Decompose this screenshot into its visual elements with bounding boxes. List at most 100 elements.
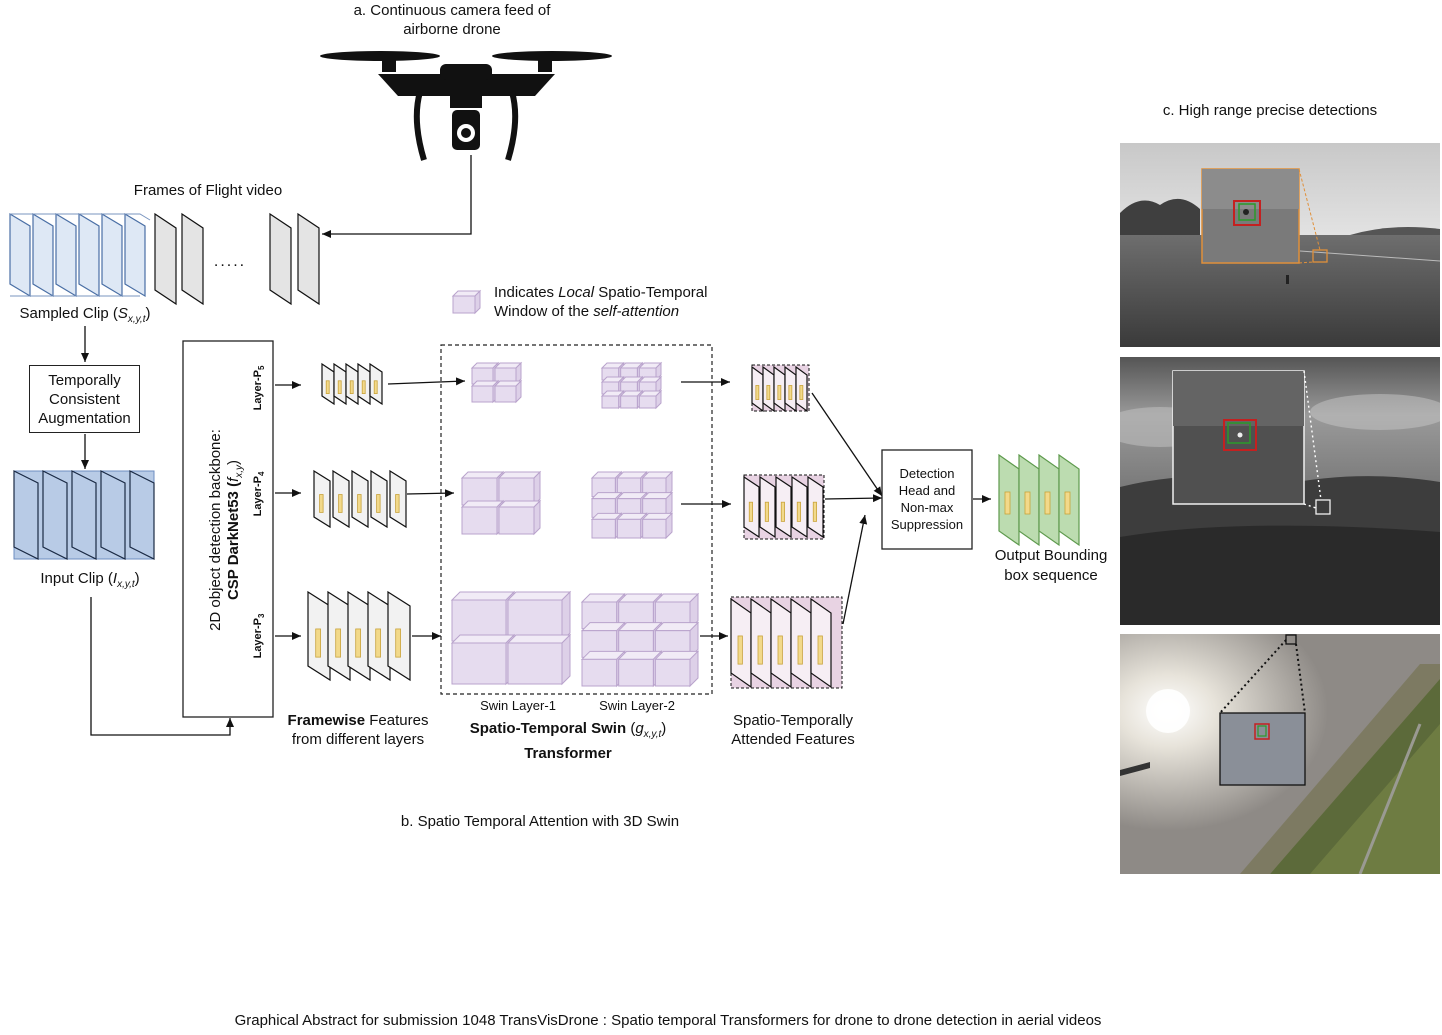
sampled-clip-label: Sampled Clip (Sx,y,t) (19, 305, 151, 325)
backbone-label: 2D object detection backbone: CSP DarkNe… (207, 429, 245, 631)
swin-l1-p4-window (498, 506, 535, 535)
drone-icon (320, 51, 612, 161)
p3-feature-feature-box (355, 628, 361, 658)
attended-p4-feature-box (812, 501, 817, 522)
attended-p5-feature-box (799, 385, 804, 400)
swin-l2-p5-window (601, 395, 620, 409)
swin-l1-p4-window (460, 500, 505, 508)
output-bbox (1064, 491, 1071, 515)
sampled-frame (9, 212, 31, 298)
sampled-frame (55, 212, 77, 298)
layer-p4-label: Layer-P4 (251, 471, 267, 517)
output-bbox-stack (998, 453, 1080, 547)
output-bbox (1024, 491, 1031, 515)
input-clip-stack (13, 470, 155, 560)
input-frame (42, 470, 68, 560)
swin-caption: Spatio-Temporal Swin (gx,y,t) Transforme… (469, 720, 667, 762)
detection-head-box (881, 449, 973, 550)
layer-p5-label: Layer-P5 (251, 365, 267, 411)
detection-photo-2 (1120, 357, 1440, 625)
sampled-top-edge (10, 213, 151, 221)
sampled-frame (32, 212, 54, 298)
attended-p3-feature-box (737, 635, 743, 665)
attended-p4-feature-box (796, 501, 801, 522)
section-c-caption: c. High range precise detections (1162, 102, 1378, 119)
p3-feature-feature-box (335, 628, 341, 658)
input-frame (129, 470, 155, 560)
swin-l1-p3-window (450, 591, 516, 601)
swin-l1-p3-window (507, 642, 563, 685)
p5-feature-feature-box (361, 380, 366, 394)
attended-p4-feature-box (748, 501, 753, 522)
p5-feature-feature-box (325, 380, 330, 394)
legend-cube-front (452, 295, 476, 314)
backbone-box (182, 340, 274, 718)
video-frame (154, 212, 177, 306)
p5-feature-feature-box (337, 380, 342, 394)
swin-l1-p4-window (460, 471, 505, 479)
video-frame (297, 212, 320, 306)
attended-features (730, 364, 843, 689)
p4-feature-feature-box (338, 494, 343, 513)
sampled-frame (101, 212, 123, 298)
attended-p3-feature-box (777, 635, 783, 665)
framewise-features (307, 362, 411, 682)
swin-l1-p4-window (533, 470, 541, 507)
layer-p3-label: Layer-P3 (251, 613, 267, 659)
p5-feature-feature-box (349, 380, 354, 394)
swin-layer-1-label: Swin Layer-1 (480, 698, 556, 713)
framewise-caption: Framewise Features from different layers (287, 712, 429, 748)
section-b-caption: b. Spatio Temporal Attention with 3D Swi… (400, 813, 680, 830)
swin-l2-p5-window (638, 395, 657, 409)
drone-caption: a. Continuous camera feed of airborne dr… (353, 2, 551, 38)
camera-feed-arrow (322, 155, 472, 238)
swin-l1-p5-window (471, 385, 494, 403)
swin-l1-p3-window (450, 634, 516, 644)
swin-l1-p5-window (494, 385, 517, 403)
video-frame (181, 212, 204, 306)
swin-l2-p3-window (581, 658, 618, 687)
swin-l1-p3-window (451, 642, 507, 685)
swin-l1-p3-window (506, 591, 572, 601)
input-frame (100, 470, 126, 560)
p4-feature-feature-box (395, 494, 400, 513)
swin-transformer-box (440, 344, 713, 695)
detection-photo-3 (1120, 634, 1440, 874)
swin-l1-p3-window (451, 599, 507, 642)
attended-caption: Spatio-Temporally Attended Features (731, 712, 855, 748)
swin-l2-p5-window (620, 395, 638, 409)
p4-feature-feature-box (357, 494, 362, 513)
attended-p5-feature-box (755, 385, 760, 400)
swin-l2-p3-window (654, 658, 691, 687)
p5-feature-feature-box (373, 380, 378, 394)
swin-l1-p4-window (533, 499, 541, 536)
output-bbox (1044, 491, 1051, 515)
frames-label: Frames of Flight video (133, 182, 283, 199)
window-cube-icon (451, 289, 482, 315)
p4-feature-feature-box (376, 494, 381, 513)
swin-l2-p4-window (616, 518, 642, 539)
attended-p3-feature-box (797, 635, 803, 665)
video-frame (269, 212, 292, 306)
input-clip-label: Input Clip (Ix,y,t) (40, 570, 140, 590)
swin-l1-p3-window (561, 633, 571, 686)
sampled-frame (78, 212, 100, 298)
input-frame (13, 470, 39, 560)
footer-caption: Graphical Abstract for submission 1048 T… (234, 1012, 1102, 1029)
output-caption: Output Bounding box sequence (994, 547, 1108, 584)
p4-feature-feature-box (319, 494, 324, 513)
p3-feature-feature-box (395, 628, 401, 658)
attended-p4-feature-box (780, 501, 785, 522)
swin-l2-p3-window (618, 658, 654, 687)
attended-p3-feature-box (757, 635, 763, 665)
swin-l1-p3-window (506, 634, 572, 644)
attended-p5-feature-box (788, 385, 793, 400)
attended-p3-feature-box (817, 635, 823, 665)
sampled-clip-stack (9, 212, 151, 298)
attended-p4-feature-box (764, 501, 769, 522)
swin-l2-p4-window (591, 518, 616, 539)
swin-l1-p3-window (561, 590, 571, 643)
legend-text: Indicates Local Spatio-Temporal Window o… (494, 284, 708, 320)
sampled-frame (124, 212, 146, 298)
